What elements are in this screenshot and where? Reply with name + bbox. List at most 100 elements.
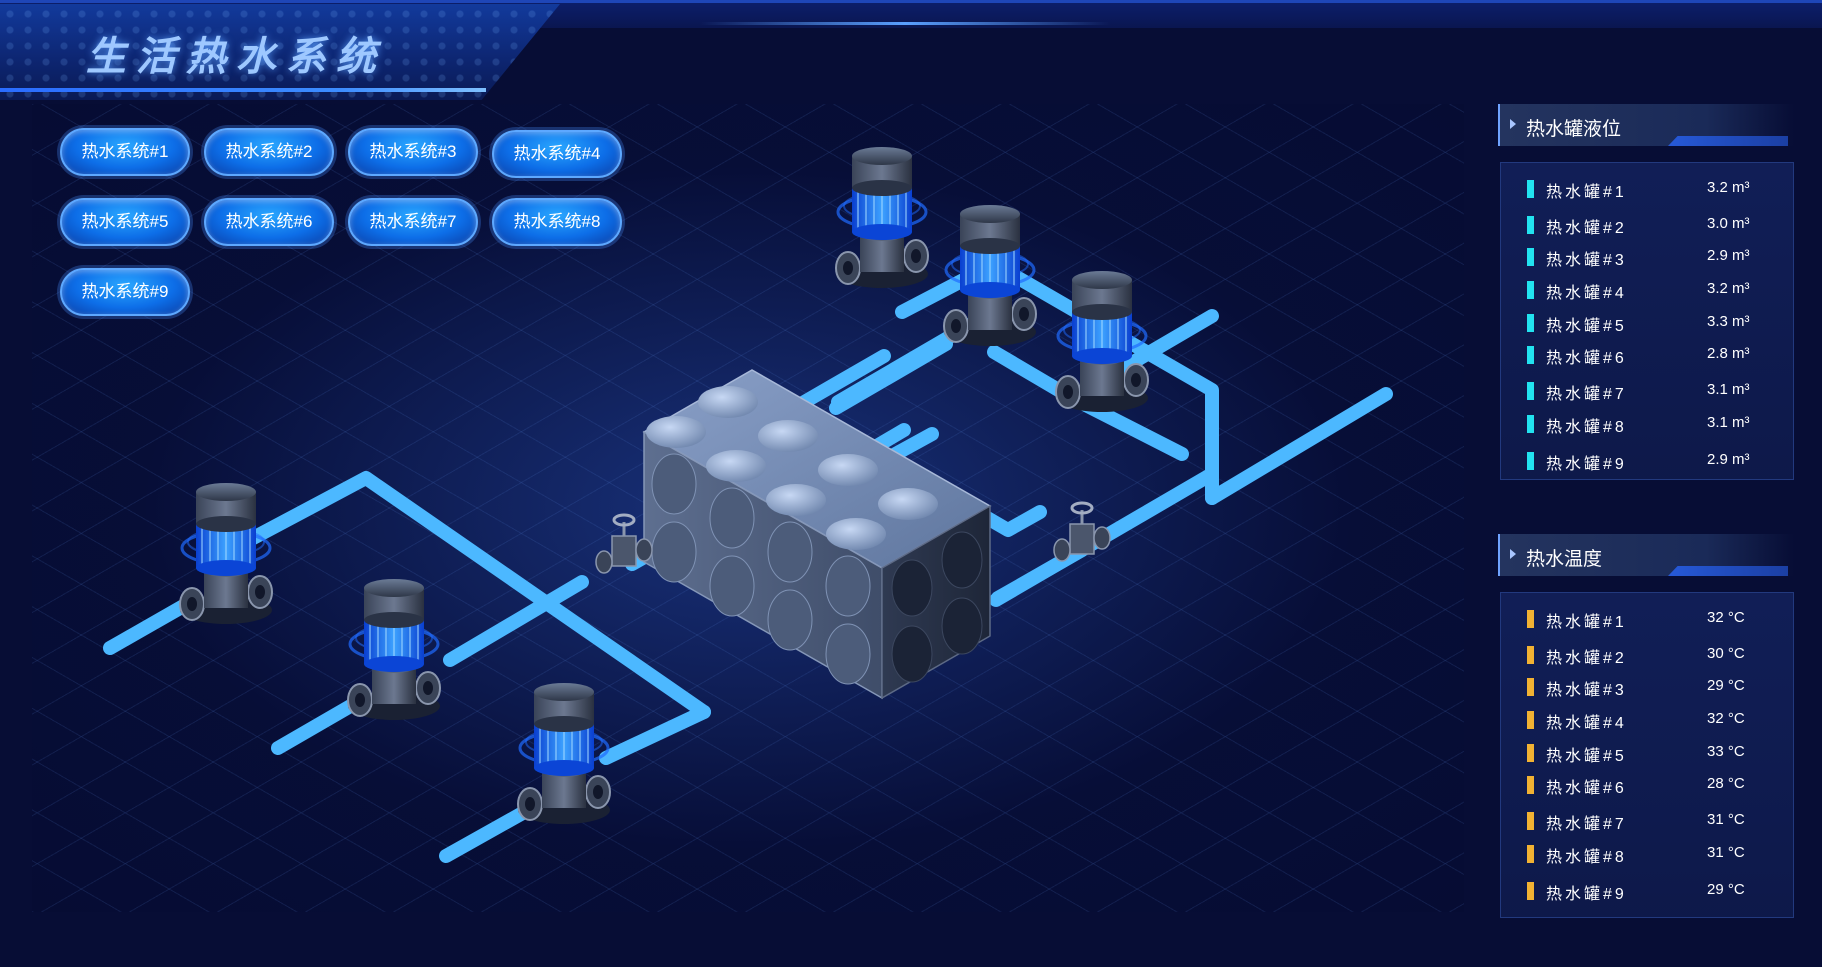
panel-header: 热水罐液位 bbox=[1498, 104, 1794, 146]
system-button-4[interactable]: 热水系统#4 bbox=[492, 130, 622, 178]
tank-value: 30 °C bbox=[1707, 645, 1745, 662]
panel-arrow-icon bbox=[1510, 119, 1516, 129]
status-marker bbox=[1527, 882, 1534, 900]
status-marker bbox=[1527, 711, 1534, 729]
system-button-8[interactable]: 热水系统#8 bbox=[492, 198, 622, 246]
tank-name: 热水罐#9 bbox=[1546, 456, 1627, 473]
list-item: 热水罐#4 3.2 m³ bbox=[1501, 274, 1795, 304]
tank-value: 32 °C bbox=[1707, 710, 1745, 727]
pump-icon[interactable] bbox=[834, 145, 930, 290]
tank-name: 热水罐#1 bbox=[1546, 184, 1627, 201]
pump-icon[interactable] bbox=[516, 681, 612, 826]
list-item: 热水罐#3 29 °C bbox=[1501, 671, 1795, 701]
pump-icon[interactable] bbox=[346, 577, 442, 722]
tank-name: 热水罐#2 bbox=[1546, 220, 1627, 237]
panel-header: 热水温度 bbox=[1498, 534, 1794, 576]
tank-value: 32 °C bbox=[1707, 609, 1745, 626]
status-marker bbox=[1527, 776, 1534, 794]
list-item: 热水罐#6 2.8 m³ bbox=[1501, 339, 1795, 369]
tank-value: 3.1 m³ bbox=[1707, 381, 1750, 398]
status-marker bbox=[1527, 678, 1534, 696]
status-marker bbox=[1527, 452, 1534, 470]
panel-accent bbox=[1668, 566, 1788, 576]
list-item: 热水罐#4 32 °C bbox=[1501, 704, 1795, 734]
tank-name: 热水罐#3 bbox=[1546, 682, 1627, 699]
top-bar-glow bbox=[700, 22, 1110, 25]
tank-name: 热水罐#7 bbox=[1546, 386, 1627, 403]
status-marker bbox=[1527, 415, 1534, 433]
list-item: 热水罐#2 30 °C bbox=[1501, 639, 1795, 669]
tank-name: 热水罐#7 bbox=[1546, 816, 1627, 833]
tank-name: 热水罐#1 bbox=[1546, 614, 1627, 631]
temperature-panel: 热水温度 热水罐#1 32 °C 热水罐#2 30 °C 热水罐#3 29 °C 热水罐#4… bbox=[1498, 534, 1794, 918]
status-marker bbox=[1527, 812, 1534, 830]
system-button-9[interactable]: 热水系统#9 bbox=[60, 268, 190, 316]
system-diagram: 热水系统#1 热水系统#2 热水系统#3 热水系统#4 热水系统#5 热水系统#… bbox=[32, 104, 1464, 912]
tank-name: 热水罐#8 bbox=[1546, 419, 1627, 436]
water-tank-icon bbox=[642, 369, 992, 700]
tank-value: 33 °C bbox=[1707, 743, 1745, 760]
panel-arrow-icon bbox=[1510, 549, 1516, 559]
tank-value: 3.1 m³ bbox=[1707, 414, 1750, 431]
system-button-6[interactable]: 热水系统#6 bbox=[204, 198, 334, 246]
system-button-7[interactable]: 热水系统#7 bbox=[348, 198, 478, 246]
tank-name: 热水罐#5 bbox=[1546, 748, 1627, 765]
tank-value: 3.2 m³ bbox=[1707, 179, 1750, 196]
list-item: 热水罐#5 33 °C bbox=[1501, 737, 1795, 767]
tank-value: 3.3 m³ bbox=[1707, 313, 1750, 330]
panel-accent bbox=[1668, 136, 1788, 146]
tank-value: 29 °C bbox=[1707, 677, 1745, 694]
valve-icon[interactable] bbox=[1052, 501, 1112, 563]
tank-value: 31 °C bbox=[1707, 811, 1745, 828]
status-marker bbox=[1527, 281, 1534, 299]
tank-name: 热水罐#9 bbox=[1546, 886, 1627, 903]
temperature-list: 热水罐#1 32 °C 热水罐#2 30 °C 热水罐#3 29 °C 热水罐#4 32 °C… bbox=[1500, 592, 1794, 918]
status-marker bbox=[1527, 346, 1534, 364]
status-marker bbox=[1527, 180, 1534, 198]
tank-value: 3.2 m³ bbox=[1707, 280, 1750, 297]
tank-name: 热水罐#5 bbox=[1546, 318, 1627, 335]
list-item: 热水罐#9 2.9 m³ bbox=[1501, 445, 1795, 475]
system-button-2[interactable]: 热水系统#2 bbox=[204, 128, 334, 176]
tank-value: 3.0 m³ bbox=[1707, 215, 1750, 232]
tank-value: 31 °C bbox=[1707, 844, 1745, 861]
pipeline-scene bbox=[103, 145, 1393, 863]
status-marker bbox=[1527, 646, 1534, 664]
system-button-1[interactable]: 热水系统#1 bbox=[60, 128, 190, 176]
status-marker bbox=[1527, 845, 1534, 863]
status-marker bbox=[1527, 382, 1534, 400]
system-button-3[interactable]: 热水系统#3 bbox=[348, 128, 478, 176]
list-item: 热水罐#7 3.1 m³ bbox=[1501, 375, 1795, 405]
status-marker bbox=[1527, 610, 1534, 628]
list-item: 热水罐#7 31 °C bbox=[1501, 805, 1795, 835]
panel-title: 热水温度 bbox=[1526, 549, 1603, 570]
tank-value: 2.8 m³ bbox=[1707, 345, 1750, 362]
list-item: 热水罐#1 3.2 m³ bbox=[1501, 173, 1795, 203]
title-plate bbox=[0, 4, 560, 100]
title-underline bbox=[0, 88, 486, 92]
tank-name: 热水罐#8 bbox=[1546, 849, 1627, 866]
tank-name: 热水罐#6 bbox=[1546, 780, 1627, 797]
system-button-5[interactable]: 热水系统#5 bbox=[60, 198, 190, 246]
tank-name: 热水罐#4 bbox=[1546, 715, 1627, 732]
tank-value: 2.9 m³ bbox=[1707, 451, 1750, 468]
list-item: 热水罐#8 31 °C bbox=[1501, 838, 1795, 868]
pump-icon[interactable] bbox=[178, 481, 274, 626]
status-marker bbox=[1527, 314, 1534, 332]
tank-name: 热水罐#3 bbox=[1546, 252, 1627, 269]
list-item: 热水罐#2 3.0 m³ bbox=[1501, 209, 1795, 239]
status-marker bbox=[1527, 248, 1534, 266]
list-item: 热水罐#8 3.1 m³ bbox=[1501, 408, 1795, 438]
tank-name: 热水罐#2 bbox=[1546, 650, 1627, 667]
panel-title: 热水罐液位 bbox=[1526, 119, 1622, 140]
list-item: 热水罐#1 32 °C bbox=[1501, 603, 1795, 633]
status-marker bbox=[1527, 744, 1534, 762]
title-hex-pattern bbox=[0, 4, 560, 100]
tank-name: 热水罐#6 bbox=[1546, 350, 1627, 367]
tank-name: 热水罐#4 bbox=[1546, 285, 1627, 302]
